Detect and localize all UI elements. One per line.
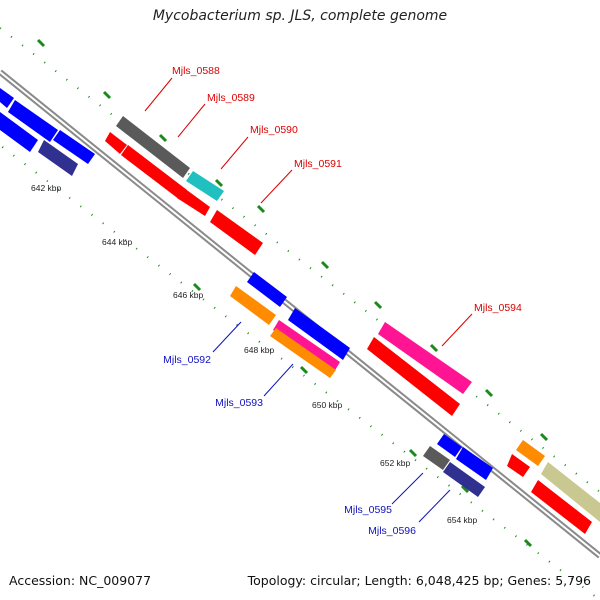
gene-label[interactable]: Mjls_0591	[294, 158, 342, 170]
tick-label: 644 kbp	[102, 237, 133, 247]
gene-arrow[interactable]	[367, 337, 460, 416]
gene-arrow[interactable]	[53, 130, 95, 164]
gene-arrow[interactable]	[288, 308, 350, 360]
major-ticks	[36, 38, 549, 548]
tick-label: 654 kbp	[447, 515, 478, 525]
genome-summary-text: Topology: circular; Length: 6,048,425 bp…	[247, 573, 591, 588]
label-leaders	[144, 77, 473, 523]
gene-label[interactable]: Mjls_0596	[368, 525, 416, 537]
gene-arrow[interactable]	[247, 272, 287, 307]
gene-arrow[interactable]	[531, 480, 592, 534]
tick-label: 652 kbp	[380, 458, 411, 468]
gene-arrow[interactable]	[270, 328, 336, 378]
gene-arrow[interactable]	[177, 188, 210, 216]
gene-arrow[interactable]	[186, 171, 224, 201]
gene-label[interactable]: Mjls_0590	[250, 124, 298, 136]
reverse-gene-labels: Mjls_0592 Mjls_0593 Mjls_0595 Mjls_0596	[163, 354, 416, 537]
gene-arrow[interactable]	[38, 140, 78, 176]
tick-labels: 642 kbp 644 kbp 646 kbp 648 kbp 650 kbp …	[31, 183, 478, 525]
guide-tracks	[0, 27, 600, 600]
gene-arrow[interactable]	[8, 100, 58, 142]
gene-arrow[interactable]	[516, 440, 545, 466]
gene-label[interactable]: Mjls_0593	[215, 397, 263, 409]
gene-label[interactable]: Mjls_0589	[207, 92, 255, 104]
forward-gene-labels: Mjls_0588 Mjls_0589 Mjls_0590 Mjls_0591 …	[172, 65, 522, 314]
gene-label[interactable]: Mjls_0588	[172, 65, 220, 77]
tick-label: 648 kbp	[244, 345, 275, 355]
gene-arrow[interactable]	[541, 462, 600, 522]
gene-label[interactable]: Mjls_0595	[344, 504, 392, 516]
tick-label: 650 kbp	[312, 400, 343, 410]
gene-arrow[interactable]	[273, 320, 340, 372]
map-title: Mycobacterium sp. JLS, complete genome	[152, 8, 448, 24]
gene-arrow[interactable]	[0, 112, 38, 152]
forward-genes[interactable]	[105, 116, 600, 534]
gene-arrow[interactable]	[437, 434, 462, 457]
gene-arrow[interactable]	[230, 286, 276, 325]
gene-arrow[interactable]	[507, 454, 530, 477]
gene-arrow[interactable]	[0, 88, 14, 108]
tick-label: 646 kbp	[173, 290, 204, 300]
gene-arrow[interactable]	[378, 322, 472, 394]
gene-arrow[interactable]	[423, 446, 450, 470]
gene-arrow[interactable]	[121, 145, 187, 200]
reverse-genes[interactable]	[0, 88, 493, 497]
gene-arrow[interactable]	[443, 462, 485, 497]
gene-arrow[interactable]	[210, 210, 263, 255]
gene-arrow[interactable]	[105, 132, 127, 154]
gene-label[interactable]: Mjls_0594	[474, 302, 522, 314]
gene-arrow[interactable]	[456, 447, 493, 480]
gene-label[interactable]: Mjls_0592	[163, 354, 211, 366]
tick-label: 642 kbp	[31, 183, 62, 193]
accession-text: Accession: NC_009077	[9, 573, 152, 588]
gene-arrow[interactable]	[116, 116, 190, 178]
